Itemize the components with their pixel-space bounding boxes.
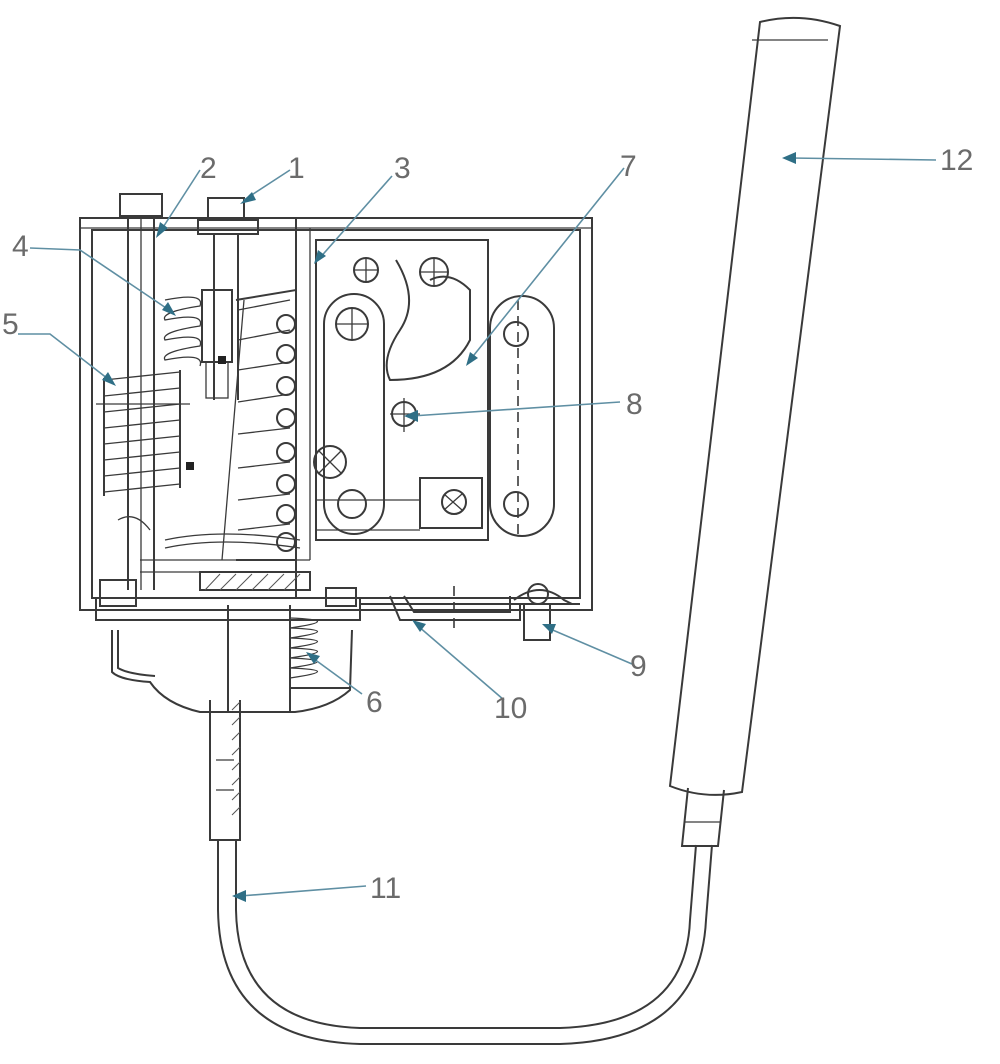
leader-8 (411, 401, 621, 417)
callout-4: 4 (12, 230, 29, 263)
leader-3 (317, 175, 393, 261)
leader-6 (309, 655, 363, 695)
callout-2: 2 (200, 152, 217, 185)
main-spring (221, 288, 297, 561)
callout-12: 12 (940, 144, 973, 177)
leader-9 (547, 627, 633, 665)
bellows-housing (111, 605, 353, 713)
differential-spring (96, 370, 190, 531)
callout-5: 5 (2, 308, 19, 341)
leader-11 (239, 885, 367, 897)
leader-2 (159, 169, 201, 233)
callout-11: 11 (370, 872, 401, 905)
leader-7 (469, 167, 625, 361)
sensing-bulb (668, 16, 842, 847)
adjusting-screws (119, 193, 259, 590)
callout-3: 3 (394, 152, 411, 185)
callout-labels: 1 2 3 4 5 6 7 8 9 10 11 12 (2, 144, 973, 905)
leader-12 (789, 157, 937, 161)
leader-10 (417, 625, 505, 701)
fitting-and-grommet (99, 579, 573, 641)
stem-tube (209, 700, 241, 841)
housing-frame (79, 217, 593, 621)
callout-1: 1 (288, 152, 305, 185)
callout-6: 6 (366, 686, 383, 719)
leader-4 (29, 247, 173, 313)
callout-8: 8 (626, 388, 643, 421)
callout-7: 7 (620, 150, 637, 183)
capillary-tube (217, 840, 713, 1045)
leader-5 (18, 333, 113, 383)
leader-lines (18, 152, 937, 902)
callout-10: 10 (494, 692, 527, 725)
switch-mechanism (313, 239, 555, 541)
range-spring (163, 296, 301, 549)
callout-9: 9 (630, 650, 647, 683)
